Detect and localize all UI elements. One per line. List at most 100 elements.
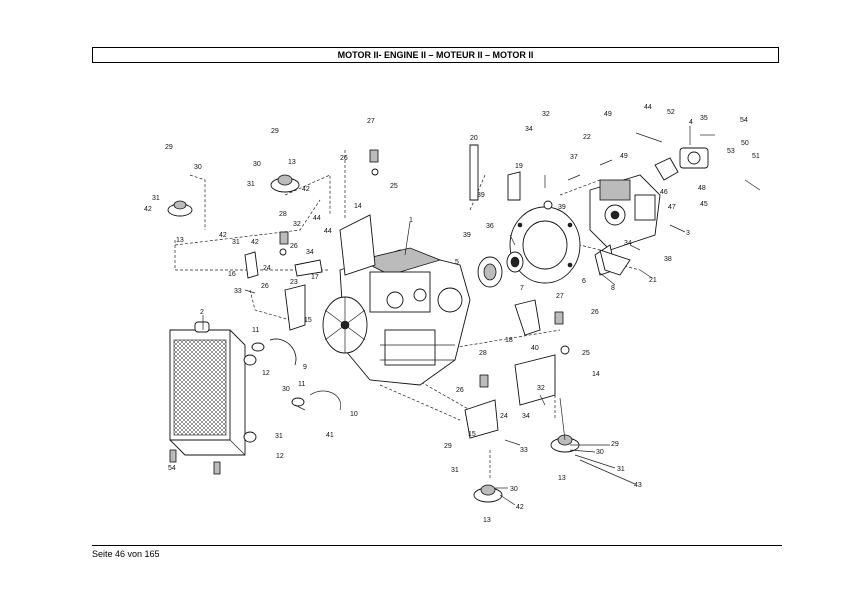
callout-49a: 49 — [604, 111, 612, 118]
callout-42b: 42 — [302, 186, 310, 193]
callout-34a: 34 — [306, 249, 314, 256]
callout-44c: 45 — [700, 201, 708, 208]
callout-16: 16 — [228, 271, 236, 278]
callout-37: 38 — [664, 256, 672, 263]
callout-29d: 29 — [611, 441, 619, 448]
callout-24a: 24 — [263, 265, 271, 272]
callout-44b: 44 — [644, 104, 652, 111]
bracket-16 — [244, 251, 259, 279]
callout-48: 49 — [620, 153, 628, 160]
callout-34b: 34 — [525, 126, 533, 133]
clamp-11-top — [251, 342, 265, 352]
bracket-18 — [514, 299, 541, 336]
radiator — [169, 321, 246, 475]
callout-30c: 30 — [282, 386, 290, 393]
callout-15a: 15 — [304, 317, 312, 324]
callout-21: 21 — [649, 277, 657, 284]
callout-34c: 34 — [624, 240, 632, 247]
callout-25b: 25 — [582, 350, 590, 357]
callout-42c: 42 — [251, 239, 259, 246]
callout-13c: 13 — [483, 517, 491, 524]
callout-52: 53 — [727, 148, 735, 155]
callout-19: 19 — [515, 163, 523, 170]
callout-31e: 31 — [451, 467, 459, 474]
callout-38: 39 — [463, 232, 471, 239]
callout-31d: 31 — [275, 433, 283, 440]
callout-32c: 32 — [537, 385, 545, 392]
callout-18: 18 — [505, 337, 513, 344]
callout-31f: 31 — [617, 466, 625, 473]
bracket-20 — [469, 144, 479, 201]
callout-12a: 12 — [262, 370, 270, 377]
callout-54a: 54 — [168, 465, 176, 472]
hydraulic-pump — [589, 174, 661, 251]
callout-29a: 29 — [165, 144, 173, 151]
callout-5: 5 — [455, 259, 459, 266]
bracket-14-top — [339, 214, 376, 276]
callout-35: 36 — [486, 223, 494, 230]
callout-29b: 29 — [271, 128, 279, 135]
callout-27a: 27 — [367, 118, 375, 125]
bracket-21 — [599, 249, 631, 276]
callout-32b: 32 — [542, 111, 550, 118]
callout-6: 6 — [582, 278, 586, 285]
bracket-15-left — [284, 284, 306, 331]
callout-31b: 31 — [247, 181, 255, 188]
engine-mount-top — [270, 174, 300, 193]
callout-41: 42 — [219, 232, 227, 239]
callout-11a: 11 — [252, 327, 259, 334]
callout-4: 4 — [689, 119, 693, 126]
callout-34e: 35 — [700, 115, 708, 122]
callout-10: 10 — [350, 411, 358, 418]
callout-20: 20 — [470, 135, 478, 142]
hose-9-outline — [269, 338, 297, 366]
callout-42d: 42 — [516, 504, 524, 511]
engine-mount-left — [167, 200, 193, 217]
seal-rings — [477, 251, 524, 288]
callout-30e: 30 — [596, 449, 604, 456]
bracket-19 — [507, 171, 521, 201]
callout-12b: 12 — [276, 453, 284, 460]
callout-26b: 26 — [290, 243, 298, 250]
clamp-12-bottom — [243, 431, 257, 443]
callout-9: 9 — [303, 364, 307, 371]
callout-26c: 26 — [261, 283, 269, 290]
flywheel-housing — [509, 206, 581, 284]
clamp-11-bottom — [291, 397, 305, 407]
page-title: MOTOR II- ENGINE II – MOTEUR II – MOTOR … — [92, 47, 779, 63]
callout-47: 48 — [698, 185, 706, 192]
clamp-12-top — [243, 354, 257, 366]
callout-28a: 28 — [279, 211, 287, 218]
callout-32a: 32 — [293, 221, 301, 228]
callout-50: 51 — [752, 153, 760, 160]
footer-divider — [92, 545, 782, 546]
callout-34d: 34 — [522, 413, 530, 420]
callout-13d: 13 — [558, 475, 566, 482]
callout-2: 2 — [200, 309, 204, 316]
hose-10 — [309, 390, 342, 411]
callout-25a: 25 — [390, 183, 398, 190]
callout-43: 44 — [313, 215, 321, 222]
callout-30a: 30 — [194, 164, 202, 171]
engine-block — [322, 247, 471, 386]
callout-53: 54 — [740, 117, 748, 124]
callout-33b: 33 — [520, 447, 528, 454]
callout-26e: 26 — [591, 309, 599, 316]
callout-30d: 30 — [510, 486, 518, 493]
callout-31a: 31 — [152, 195, 160, 202]
callout-1: 1 — [409, 217, 413, 224]
callout-36: 37 — [570, 154, 578, 161]
callout-26d: 26 — [456, 387, 464, 394]
hose-9 — [269, 338, 297, 366]
callout-45: 46 — [660, 189, 668, 196]
callout-26a: 26 — [340, 155, 348, 162]
callout-39c: 40 — [531, 345, 539, 352]
callout-14a: 14 — [354, 203, 362, 210]
callout-29c: 29 — [444, 443, 452, 450]
callout-3: 3 — [686, 230, 690, 237]
callout-14b: 14 — [592, 371, 600, 378]
callout-51: 52 — [667, 109, 675, 116]
callout-13b: 13 — [288, 159, 296, 166]
bracket-14-right — [514, 354, 556, 406]
